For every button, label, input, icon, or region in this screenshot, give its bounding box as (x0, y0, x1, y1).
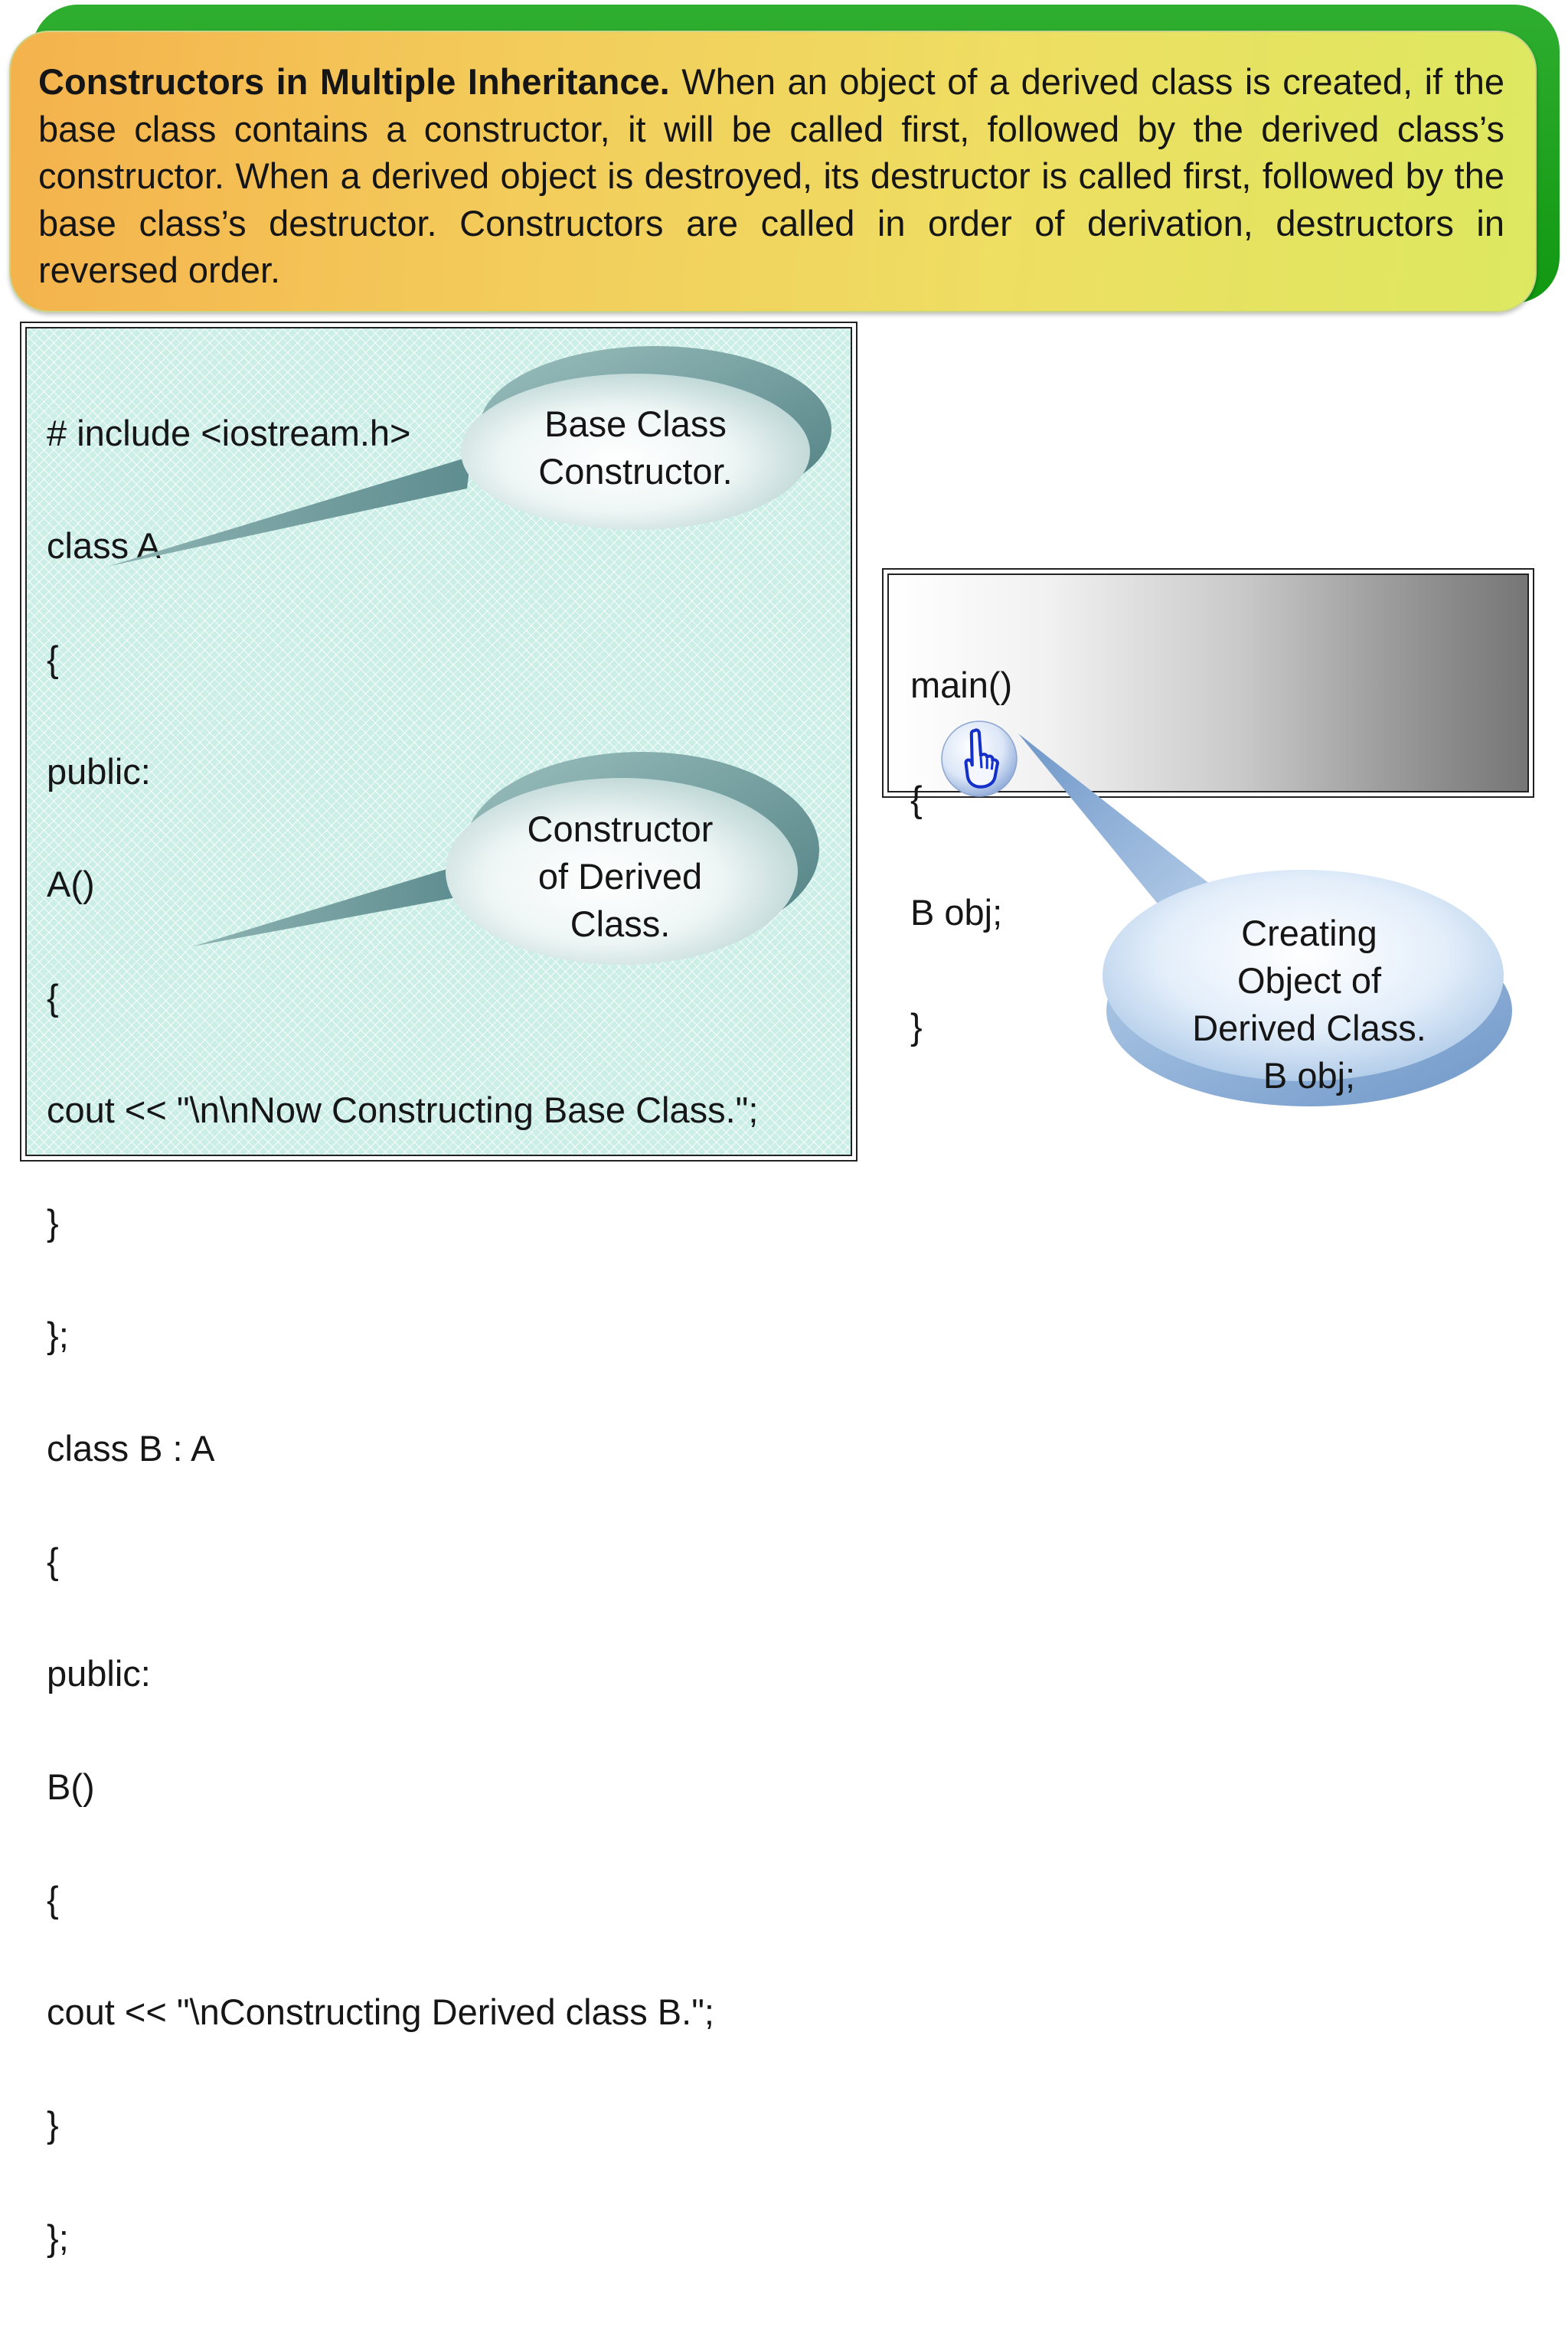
intro-text: Constructors in Multiple Inheritance. Wh… (38, 58, 1504, 294)
code-line: { (47, 1541, 59, 1581)
code-line: { (47, 1878, 59, 1920)
callout-create-line: Derived Class. (1192, 1008, 1426, 1048)
callout-derived-line: Constructor (527, 809, 714, 849)
pointing-hand-icon (941, 720, 1018, 797)
callout-derived-line: of Derived (537, 856, 703, 897)
callout-derived-line: Class. (570, 903, 671, 944)
code-line: cout << "\nConstructing Derived class B.… (47, 1992, 714, 2033)
callout-create-label: Creating Object of Derived Class. B obj; (1148, 910, 1470, 1100)
main-listing: main() { B obj; } (910, 590, 1012, 1121)
main-code-line: { (910, 778, 923, 819)
callout-base-label: Base Class Constructor. (494, 400, 777, 495)
code-line: class B : A (47, 1427, 215, 1469)
code-line: } (47, 1202, 59, 1243)
callout-create-line: Object of (1236, 960, 1382, 1001)
code-line: # include <iostream.h> (47, 413, 411, 454)
main-code-line: B obj; (910, 892, 1003, 933)
intro-banner (9, 31, 1537, 312)
code-line: class A (47, 525, 161, 567)
code-line: public: (47, 1653, 151, 1694)
callout-create-line: B obj; (1263, 1055, 1356, 1096)
callout-base-line: Constructor. (538, 451, 733, 492)
code-line: { (47, 638, 59, 679)
code-line: }; (47, 1315, 69, 1356)
code-listing: # include <iostream.h> class A { public:… (47, 339, 758, 2331)
callout-base-line: Base Class (544, 404, 727, 444)
code-line: }; (47, 2217, 69, 2258)
code-line: { (47, 976, 59, 1018)
main-code-line: main() (910, 665, 1013, 705)
code-line: B() (47, 1766, 95, 1807)
code-line: A() (47, 864, 95, 905)
code-line: cout << "\n\nNow Constructing Base Class… (47, 1089, 759, 1130)
code-line: public: (47, 751, 151, 792)
code-line: } (47, 2104, 59, 2145)
main-code-line: } (910, 1005, 923, 1047)
intro-heading: Constructors in Multiple Inheritance. (38, 61, 670, 102)
callout-create-line: Creating (1241, 913, 1377, 953)
callout-derived-label: Constructor of Derived Class. (467, 805, 773, 948)
intro-body: When an object of a derived class is cre… (38, 61, 1504, 290)
